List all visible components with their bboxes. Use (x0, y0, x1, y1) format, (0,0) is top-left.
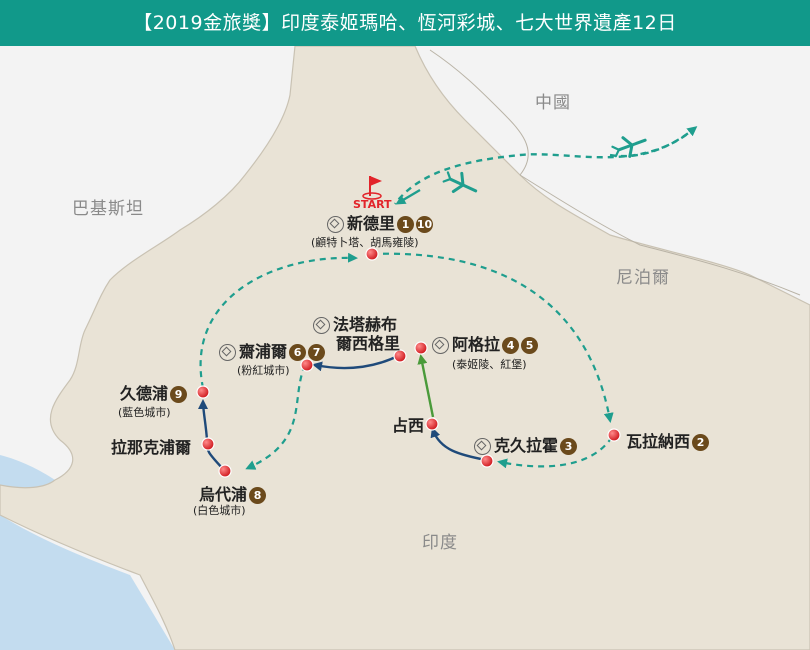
city-name: 烏代浦 (199, 485, 248, 504)
world-heritage-icon (313, 317, 330, 334)
country-label-pakistan: 巴基斯坦 (72, 199, 144, 219)
world-heritage-icon (474, 438, 491, 455)
marker-agra[interactable] (414, 341, 428, 355)
flight-arrival-arrow (395, 188, 421, 205)
route-khajuraho-jhansi (430, 427, 487, 462)
day-badge: 6 (289, 344, 307, 361)
world-heritage-icon (219, 344, 236, 361)
day-badge: 5 (521, 337, 539, 354)
stop-label-jhansi[interactable]: 占西 (392, 416, 425, 435)
stop-markers (196, 247, 621, 478)
marker-varanasi[interactable] (607, 428, 621, 442)
day-badge: 4 (502, 337, 520, 354)
stop-note-delhi: (顧特卜塔、胡馬雍陵) (311, 236, 419, 249)
airplane-icon (611, 136, 647, 158)
day-badge: 3 (560, 438, 578, 455)
route-jaipur-udaipur (245, 364, 307, 470)
city-name: 瓦拉納西 (626, 432, 691, 451)
route-delhi-varanasi (371, 252, 614, 423)
route-jodhpur-delhi (199, 252, 358, 389)
stop-label-fatehpur-line2: 爾西格里 (336, 334, 401, 353)
country-label-china: 中國 (535, 93, 571, 113)
marker-udaipur[interactable] (218, 464, 232, 478)
china-border (429, 49, 529, 176)
india-landmass (0, 45, 810, 650)
start-flag-icon (362, 176, 382, 200)
world-heritage-icon (327, 216, 344, 233)
day-badge: 9 (170, 386, 188, 403)
city-name: 齋浦爾 (239, 342, 288, 361)
day-badge: 8 (249, 487, 267, 504)
flight-route-in (394, 127, 696, 205)
stop-note-udaipur: (白色城市) (193, 504, 246, 517)
city-name: 克久拉霍 (494, 436, 559, 455)
flight-route-out (609, 126, 698, 158)
city-name: 新德里 (347, 214, 396, 233)
start-label: START (353, 198, 392, 211)
marker-ranakpur[interactable] (201, 437, 215, 451)
city-name: 法塔赫布 (333, 315, 398, 334)
day-badge: 2 (692, 434, 710, 451)
route-fatehpur-jaipur (312, 353, 401, 372)
route-jhansi-agra (417, 354, 435, 418)
page-title: 【2019金旅獎】印度泰姬瑪哈、恆河彩城、七大世界遺產12日 (0, 0, 810, 46)
marker-jhansi[interactable] (425, 417, 439, 431)
nepal-border (519, 174, 801, 296)
country-label-nepal: 尼泊爾 (616, 268, 670, 288)
stop-note-agra: (泰姬陵、紅堡) (452, 358, 527, 371)
world-heritage-icon (432, 337, 449, 354)
day-badge: 1 (397, 216, 415, 233)
city-name: 阿格拉 (452, 335, 501, 354)
marker-delhi[interactable] (365, 247, 379, 261)
stop-note-jaipur: (粉紅城市) (237, 364, 290, 377)
marker-jaipur[interactable] (300, 358, 314, 372)
country-label-india: 印度 (422, 533, 458, 553)
stop-label-fatehpur[interactable]: 法塔赫布 (313, 311, 397, 335)
day-badge: 7 (308, 344, 326, 361)
airplane-icon (442, 171, 478, 194)
marker-fatehpur[interactable] (393, 349, 407, 363)
city-name: 久德浦 (120, 384, 169, 403)
route-varanasi-khajuraho (497, 436, 613, 469)
stop-note-jodhpur: (藍色城市) (118, 406, 171, 419)
marker-khajuraho[interactable] (480, 454, 494, 468)
day-badge: 10 (416, 216, 434, 233)
gulf-water (0, 455, 55, 488)
marker-jodhpur[interactable] (196, 385, 210, 399)
stop-label-ranakpur[interactable]: 拉那克浦爾 (111, 438, 192, 457)
arabian-sea (0, 515, 175, 650)
